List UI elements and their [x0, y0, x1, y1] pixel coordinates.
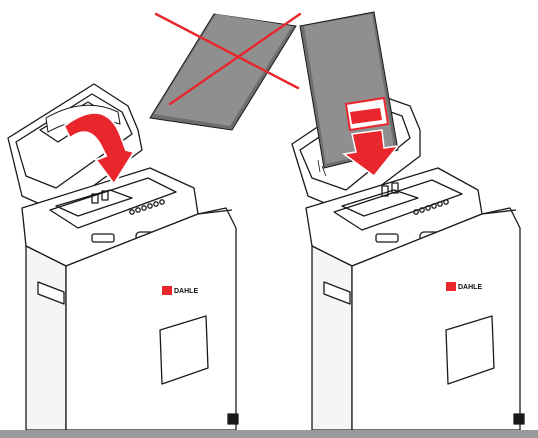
bottom-band [0, 430, 538, 438]
left-body [26, 246, 66, 430]
right-brand-text: DAHLE [458, 284, 482, 291]
left-brand-text: DAHLE [174, 288, 198, 295]
right-body [312, 246, 352, 430]
left-shredder [8, 84, 238, 430]
left-brand-logo: DAHLE [162, 286, 198, 295]
right-brand-logo: DAHLE [446, 282, 482, 291]
